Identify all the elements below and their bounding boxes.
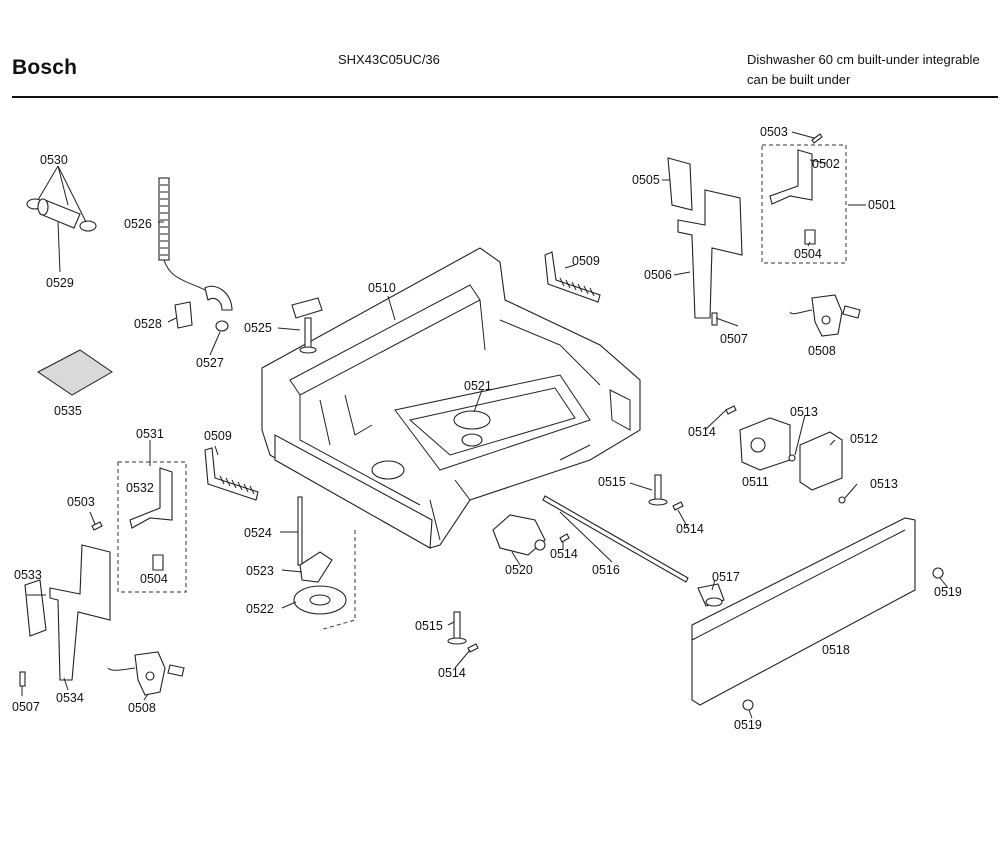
spring-0509-left [204, 447, 259, 501]
label-0532: 0532 [126, 481, 154, 495]
brand-name: Bosch [12, 56, 78, 79]
screw-0513-b [838, 496, 846, 504]
assembly-box-0501 [761, 144, 847, 264]
label-0507-top: 0507 [720, 332, 748, 346]
label-0503-top: 0503 [760, 125, 788, 139]
label-0511: 0511 [742, 475, 769, 489]
label-0516: 0516 [592, 563, 620, 577]
label-0509-left: 0509 [204, 429, 232, 443]
label-0524: 0524 [244, 526, 272, 540]
leader-dashed-float [319, 530, 356, 631]
label-0527: 0527 [196, 356, 224, 370]
label-0528: 0528 [134, 317, 162, 331]
knob-0517 [697, 583, 725, 607]
hose-sleeve-0529 [37, 198, 81, 229]
bracket-0502 [769, 149, 813, 205]
label-0504-left: 0504 [140, 572, 168, 586]
part-number-labels: 0530 0529 0526 0528 0527 0535 0525 0510 … [12, 125, 962, 732]
label-0526: 0526 [124, 217, 152, 231]
screw-0503-left [91, 521, 103, 531]
toe-kick-panel-0518 [691, 517, 916, 706]
hinge-0508-right [789, 294, 861, 337]
label-0517: 0517 [712, 570, 740, 584]
clip-0504-left [152, 554, 164, 571]
label-0531: 0531 [136, 427, 164, 441]
bracket-0532 [129, 467, 173, 529]
screw-0514-c [559, 533, 570, 543]
float-0522 [293, 585, 347, 615]
drain-hose-0526 [158, 177, 206, 291]
label-0508-left: 0508 [128, 701, 156, 715]
label-0501: 0501 [868, 198, 896, 212]
label-0513-a: 0513 [790, 405, 818, 419]
cover-0533 [24, 579, 47, 637]
cover-0511 [739, 417, 791, 471]
label-0515-a: 0515 [598, 475, 626, 489]
float-rod-0524 [297, 496, 303, 566]
header-rule [12, 96, 998, 98]
label-0507-left: 0507 [12, 700, 40, 714]
base-tub-0510 [261, 247, 641, 549]
label-0504-top: 0504 [794, 247, 822, 261]
label-0510: 0510 [368, 281, 396, 295]
label-0508-right: 0508 [808, 344, 836, 358]
label-0518: 0518 [822, 643, 850, 657]
screw-0515-a [648, 474, 668, 506]
label-0514-b: 0514 [676, 522, 704, 536]
label-0533: 0533 [14, 568, 42, 582]
bracket-0506 [677, 189, 743, 326]
hose-elbow-0527 [204, 285, 233, 332]
label-0530: 0530 [40, 153, 68, 167]
label-0512: 0512 [850, 432, 878, 446]
screw-0519-a [932, 567, 944, 579]
screw-0514-a [725, 405, 737, 415]
label-0515-b: 0515 [415, 619, 443, 633]
label-0534: 0534 [56, 691, 84, 705]
label-0522: 0522 [246, 602, 274, 616]
label-0519-a: 0519 [934, 585, 962, 599]
clip-0528 [174, 301, 193, 329]
valve-0520 [492, 514, 546, 556]
bag-0535 [37, 349, 113, 396]
label-0514-c: 0514 [550, 547, 578, 561]
label-0503-left: 0503 [67, 495, 95, 509]
screw-0503-top [811, 133, 823, 144]
model-number: SHX43C05UC/36 [338, 52, 440, 67]
label-0520: 0520 [505, 563, 533, 577]
screw-0519-b [742, 699, 754, 711]
label-0514-a: 0514 [688, 425, 716, 439]
product-description-line-1: Dishwasher 60 cm built-under integrable [747, 52, 980, 67]
hinge-0508-left [107, 651, 185, 696]
spring-0509-top [544, 251, 601, 303]
label-0502: 0502 [812, 157, 840, 171]
screw-0525 [291, 297, 323, 354]
label-0513-b: 0513 [870, 477, 898, 491]
screw-0507-left [19, 671, 26, 687]
label-0529: 0529 [46, 276, 74, 290]
label-0525: 0525 [244, 321, 272, 335]
leader-lines [21, 131, 949, 719]
clip-0504-top [804, 229, 816, 245]
label-0509-top: 0509 [572, 254, 600, 268]
screw-0513-a [788, 454, 796, 462]
label-0506: 0506 [644, 268, 672, 282]
label-0519-b: 0519 [734, 718, 762, 732]
screw-0514-b [672, 501, 684, 511]
screw-0515-b [447, 611, 467, 645]
label-0523: 0523 [246, 564, 274, 578]
label-0505: 0505 [632, 173, 660, 187]
product-description-line-2: can be built under [747, 72, 851, 87]
bracket-0505 [667, 157, 693, 211]
label-0514-d: 0514 [438, 666, 466, 680]
cover-0512 [799, 431, 843, 491]
assembly-box-0531 [117, 461, 187, 593]
bracket-0534 [49, 544, 111, 681]
switch-0523 [299, 551, 333, 583]
label-0521: 0521 [464, 379, 492, 393]
label-0535: 0535 [54, 404, 82, 418]
rod-0516 [542, 495, 689, 583]
